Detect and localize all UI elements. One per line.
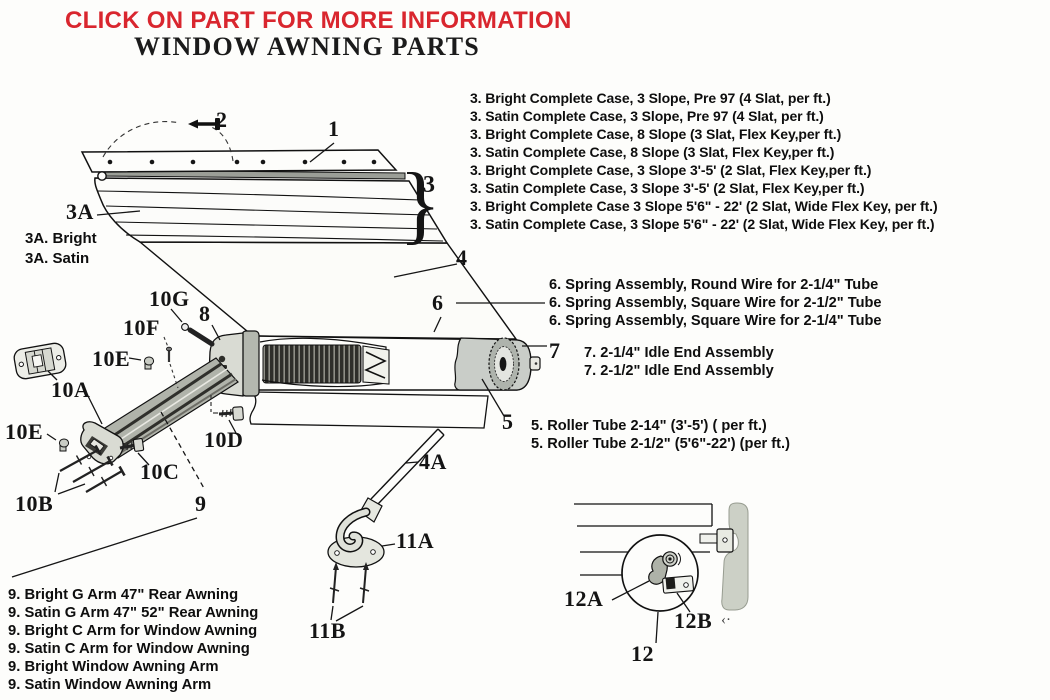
latch-12a-drawing[interactable] bbox=[649, 552, 694, 593]
complete-case-drawing[interactable] bbox=[95, 178, 447, 243]
side-bracket-drawing[interactable] bbox=[722, 503, 748, 610]
part-link[interactable]: 6. Spring Assembly, Square Wire for 2-1/… bbox=[549, 295, 882, 311]
rivet-10g-drawing[interactable] bbox=[182, 324, 212, 344]
part-link[interactable]: 6. Spring Assembly, Round Wire for 2-1/4… bbox=[549, 277, 879, 293]
callout-10b[interactable]: 10B bbox=[15, 491, 54, 516]
callout-11a[interactable]: 11A bbox=[396, 528, 435, 553]
callout-6[interactable]: 6 bbox=[432, 290, 444, 315]
part-link[interactable]: 6. Spring Assembly, Square Wire for 2-1/… bbox=[549, 313, 882, 329]
bolt-10d-drawing[interactable] bbox=[211, 395, 243, 420]
callout-11b[interactable]: 11B bbox=[309, 618, 346, 643]
callout-10g[interactable]: 10G bbox=[149, 286, 190, 311]
part-link[interactable]: 9. Satin Window Awning Arm bbox=[8, 677, 212, 693]
part-link[interactable]: 9. Satin C Arm for Window Awning bbox=[8, 641, 250, 657]
part-link[interactable]: 9. Satin G Arm 47" 52" Rear Awning bbox=[8, 605, 259, 621]
case-brace: } bbox=[399, 156, 441, 253]
rail-screw-drawing[interactable] bbox=[103, 118, 233, 161]
grommet-10e-top-drawing[interactable] bbox=[144, 357, 153, 369]
callout-3[interactable]: 3 bbox=[423, 172, 436, 198]
idle-end-list: 7. 2-1/4" Idle End Assembly 7. 2-1/2" Idl… bbox=[584, 344, 774, 380]
screws-10b-drawing[interactable] bbox=[60, 446, 125, 493]
click-instruction: CLICK ON PART FOR MORE INFORMATION bbox=[65, 7, 572, 34]
stray-mark: ‹· bbox=[721, 612, 731, 628]
awning-arm-drawing[interactable] bbox=[97, 358, 238, 458]
callout-10d[interactable]: 10D bbox=[204, 427, 244, 452]
spring-assembly-drawing[interactable] bbox=[260, 338, 389, 386]
valance-drawing bbox=[250, 392, 488, 428]
screws-11b-drawing[interactable] bbox=[330, 562, 369, 603]
callout-10c[interactable]: 10C bbox=[140, 459, 180, 484]
wall-plate-drawing[interactable] bbox=[13, 342, 67, 380]
callout-1[interactable]: 1 bbox=[328, 116, 340, 141]
callout-8[interactable]: 8 bbox=[199, 301, 211, 326]
part-link[interactable]: 9. Bright Window Awning Arm bbox=[8, 659, 219, 675]
part-link[interactable]: 5. Roller Tube 2-14" (3'-5') ( per ft.) bbox=[531, 418, 767, 434]
grommet-10e-bottom-drawing[interactable] bbox=[59, 439, 68, 451]
part-link[interactable]: 7. 2-1/2" Idle End Assembly bbox=[584, 363, 774, 379]
part-link[interactable]: 3A. Satin bbox=[25, 249, 90, 267]
callout-10a[interactable]: 10A bbox=[51, 377, 91, 402]
case-finish-list: 3A. Bright 3A. Satin bbox=[25, 229, 97, 268]
spring-assembly-list: 6. Spring Assembly, Round Wire for 2-1/4… bbox=[549, 276, 882, 330]
hook-plate-drawing[interactable] bbox=[328, 512, 384, 567]
callout-5[interactable]: 5 bbox=[502, 409, 514, 434]
callout-3a[interactable]: 3A bbox=[66, 199, 94, 224]
part-link[interactable]: 3A. Bright bbox=[25, 230, 97, 247]
part-link[interactable]: 3. Satin Complete Case, 3 Slope 5'6" - 2… bbox=[470, 216, 935, 232]
part-link[interactable]: 7. 2-1/4" Idle End Assembly bbox=[584, 345, 774, 361]
part-link[interactable]: 3. Satin Complete Case, 3 Slope 3'-5' (2… bbox=[470, 180, 865, 196]
callout-4[interactable]: 4 bbox=[456, 245, 468, 270]
part-link[interactable]: 3. Bright Complete Case, 3 Slope 3'-5' (… bbox=[470, 162, 872, 178]
part-link[interactable]: 3. Bright Complete Case, 3 Slope, Pre 97… bbox=[470, 90, 831, 106]
bolt-10c-drawing[interactable] bbox=[120, 438, 144, 451]
roller-tube-list: 5. Roller Tube 2-14" (3'-5') ( per ft.) 5… bbox=[531, 417, 790, 453]
callout-10e-bottom[interactable]: 10E bbox=[5, 419, 44, 444]
callout-12a[interactable]: 12A bbox=[564, 586, 604, 611]
callout-9[interactable]: 9 bbox=[195, 491, 207, 516]
callout-12b[interactable]: 12B bbox=[674, 608, 713, 633]
page-title: WINDOW AWNING PARTS bbox=[134, 32, 480, 61]
part-link[interactable]: 3. Bright Complete Case, 8 Slope (3 Slat… bbox=[470, 126, 842, 142]
mounting-rail-drawing[interactable] bbox=[82, 150, 405, 180]
callout-10f[interactable]: 10F bbox=[123, 315, 160, 340]
callout-12[interactable]: 12 bbox=[631, 641, 654, 666]
part-link[interactable]: 3. Bright Complete Case 3 Slope 5'6" - 2… bbox=[470, 198, 938, 214]
part-link[interactable]: 9. Bright C Arm for Window Awning bbox=[8, 623, 258, 639]
support-pole-drawing[interactable] bbox=[360, 429, 444, 522]
part-link[interactable]: 3. Satin Complete Case, 3 Slope, Pre 97 … bbox=[470, 108, 824, 124]
callout-2[interactable]: 2 bbox=[216, 107, 228, 132]
leader-lines bbox=[12, 143, 690, 643]
part-link[interactable]: 9. Bright G Arm 47" Rear Awning bbox=[8, 587, 239, 603]
callout-10e-top[interactable]: 10E bbox=[92, 346, 131, 371]
part-link[interactable]: 5. Roller Tube 2-1/2" (5'6"-22') (per ft… bbox=[531, 436, 790, 452]
complete-case-list: 3. Bright Complete Case, 3 Slope, Pre 97… bbox=[470, 89, 938, 233]
callout-4a[interactable]: 4A bbox=[419, 449, 447, 474]
callout-7[interactable]: 7 bbox=[549, 338, 561, 363]
inset-case-end-view bbox=[574, 503, 748, 611]
part-link[interactable]: 3. Satin Complete Case, 8 Slope (3 Slat,… bbox=[470, 144, 835, 160]
arm-list: 9. Bright G Arm 47" Rear Awning 9. Satin … bbox=[8, 586, 258, 694]
pin-10f-drawing[interactable] bbox=[164, 337, 178, 388]
